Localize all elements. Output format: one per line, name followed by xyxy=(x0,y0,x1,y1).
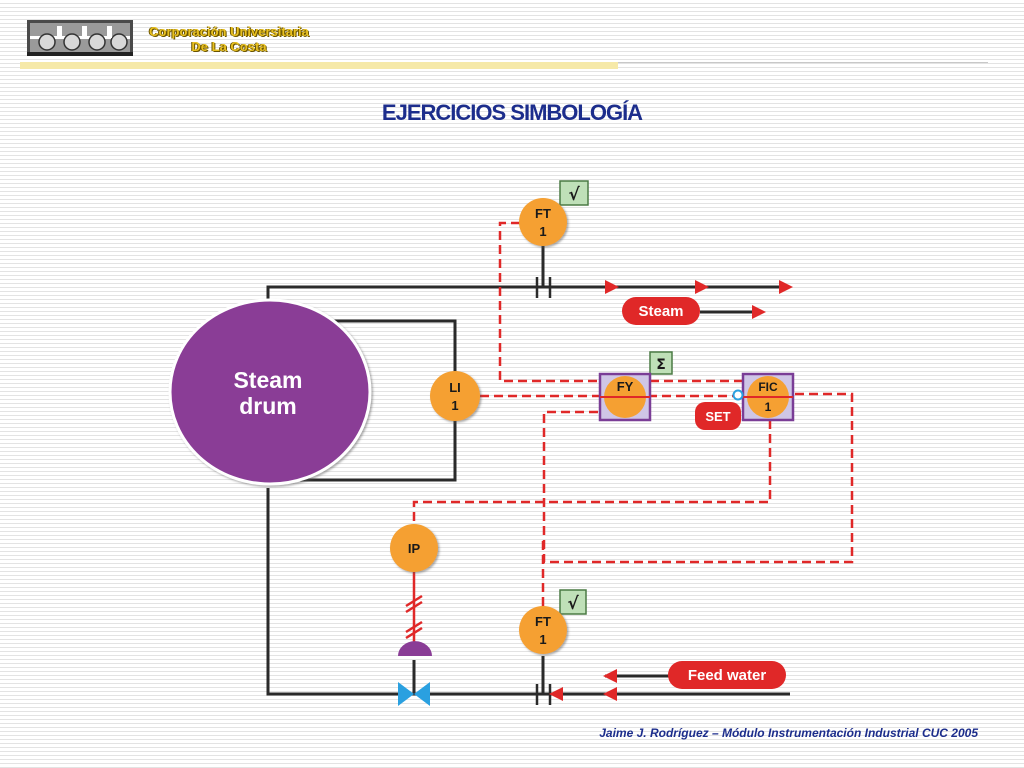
steam-arrow-2 xyxy=(695,280,709,294)
ip-instrument xyxy=(390,524,438,572)
feed-water-label: Feed water xyxy=(668,661,786,689)
signal-fic-loop xyxy=(542,392,854,564)
org-line-1: Corporación Universitaria xyxy=(149,24,309,39)
fy-instrument xyxy=(598,372,652,422)
set-label: SET xyxy=(695,402,741,430)
li-number: 1 xyxy=(451,398,458,413)
ft-top-number: 1 xyxy=(539,224,546,239)
feed-arrow-2 xyxy=(603,687,617,701)
ft-top-tag: FT xyxy=(535,206,551,221)
ft-top-instrument xyxy=(519,198,567,246)
feed-arrow-1 xyxy=(603,669,617,683)
fic-instrument xyxy=(732,372,795,422)
steam-arrow-3 xyxy=(779,280,793,294)
flow-arrows xyxy=(549,280,793,701)
signal-fic-to-ip xyxy=(412,420,772,528)
steam-label-arrow xyxy=(752,305,766,319)
feed-water-label-text: Feed water xyxy=(688,667,767,684)
slide-title: EJERCICIOS SIMBOLOGÍA xyxy=(381,100,643,125)
ft-bottom-instrument xyxy=(519,606,567,654)
signal-ft-top-to-fy xyxy=(498,221,625,383)
header-rule xyxy=(20,62,618,69)
feed-arrow-3 xyxy=(549,687,563,701)
ft-bottom-number: 1 xyxy=(539,632,546,647)
steam-drum-label-1: Steam xyxy=(233,367,302,393)
fic-number: 1 xyxy=(765,400,772,414)
university-logo xyxy=(27,20,133,56)
sqrt-top-symbol: √ xyxy=(568,185,580,205)
sqrt-bottom-symbol: √ xyxy=(567,594,579,614)
pneumatic-signal xyxy=(405,572,423,644)
steam-drum-label-2: drum xyxy=(239,393,297,419)
ft-bottom-tag: FT xyxy=(535,614,551,629)
steam-label-text: Steam xyxy=(638,303,683,320)
header-rule-thin xyxy=(618,62,988,63)
fy-tag: FY xyxy=(617,379,634,394)
organization-name: Corporación Universitaria De La Costa xyxy=(138,24,320,54)
li-tag: LI xyxy=(449,380,461,395)
steam-line xyxy=(266,285,790,302)
footer-credit: Jaime J. Rodríguez – Módulo Instrumentac… xyxy=(599,726,978,740)
org-line-2: De La Costa xyxy=(191,39,267,54)
li-instrument xyxy=(430,371,480,421)
control-valve xyxy=(398,641,432,706)
steam-drum xyxy=(168,298,372,486)
sqrt-block-bottom: √ xyxy=(559,589,587,615)
steam-arrow-1 xyxy=(605,280,619,294)
steam-label: Steam xyxy=(622,297,700,325)
sqrt-block-top: √ xyxy=(559,180,589,206)
set-label-text: SET xyxy=(705,409,730,424)
orifice-plate-top xyxy=(535,277,552,298)
ip-tag: IP xyxy=(408,541,421,556)
fic-tag: FIC xyxy=(758,380,778,394)
sum-symbol: Σ xyxy=(656,357,666,373)
sum-block: Σ xyxy=(649,351,673,375)
